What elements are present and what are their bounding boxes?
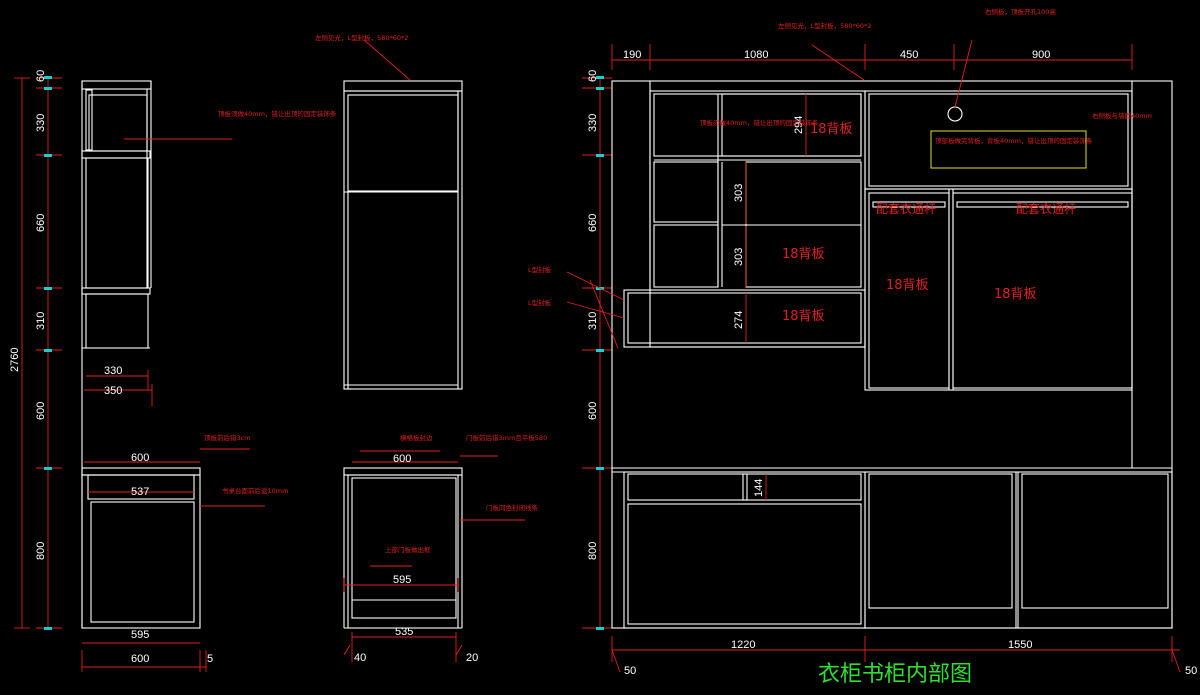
- right-dim-310: 310: [587, 312, 599, 330]
- right-bottom-1220: 1220: [731, 639, 755, 651]
- middle-cabinet-outline: [343, 80, 463, 629]
- back-label-5: 18背板: [994, 287, 1037, 302]
- mid-dim-600: 600: [393, 453, 411, 465]
- left-cabinet-outline: [81, 80, 201, 629]
- hanging-rod-label-right: 配套衣通杆: [1016, 201, 1076, 216]
- left-dim-800: 800: [35, 542, 47, 560]
- right-note-right-panel: 右侧板，顶板开孔100高: [985, 7, 1056, 16]
- note-box-yellow: [930, 130, 1087, 169]
- hanging-rods: [872, 106, 1129, 208]
- left-dim-ticks: [44, 76, 52, 630]
- left-side-view: 60 330 660 310 600 800 2760: [9, 70, 337, 672]
- right-top-450: 450: [900, 49, 918, 61]
- right-dim-800: 800: [587, 542, 599, 560]
- right-note-back: 顶部板做完背板，背板40mm，错让出顶的固定装饰条: [935, 136, 1093, 145]
- left-dim-350-h: 350: [104, 385, 122, 397]
- right-note-l-seal-1: L型封板: [528, 265, 552, 274]
- left-dim-537: 537: [131, 486, 149, 498]
- right-bottom-50-left: 50: [624, 665, 636, 677]
- mid-note-door: 门板前后错3mm且平板580: [466, 433, 547, 442]
- right-dim-660: 660: [587, 214, 599, 232]
- left-dim-60: 60: [35, 70, 47, 82]
- right-dim-330: 330: [587, 114, 599, 132]
- left-dim-5: 5: [207, 653, 213, 665]
- right-inner-274: 274: [733, 311, 745, 329]
- right-bottom-50-right: 50: [1185, 665, 1197, 677]
- back-label-3: 18背板: [782, 309, 825, 324]
- right-inner-303-a: 303: [733, 184, 745, 202]
- mid-note-upper-door: 上部门板做出框: [385, 545, 431, 554]
- right-leaders: [566, 39, 973, 349]
- right-dim-600: 600: [587, 402, 599, 420]
- left-total-2760: 2760: [9, 348, 21, 372]
- right-note-top-board: 顶板须做40mm，错让出顶的固定装饰条: [700, 118, 819, 127]
- left-dim-600: 600: [35, 402, 47, 420]
- middle-dims: [343, 39, 525, 662]
- right-bottom-1550: 1550: [1008, 639, 1032, 651]
- left-horizontal-dims: [81, 370, 207, 672]
- left-dim-600-b: 600: [131, 653, 149, 665]
- right-inner-294: 294: [793, 116, 805, 134]
- right-top-1080: 1080: [744, 49, 768, 61]
- middle-front-view: 600 595 535 40 20 左侧见光，L型封板，580*60*2 横格板…: [315, 33, 547, 664]
- mid-dim-40: 40: [354, 652, 366, 664]
- right-cabinet-frame: [611, 80, 1173, 629]
- right-dimension-chain: [582, 44, 1181, 673]
- left-note-top: 顶板须做40mm，错让出顶的固定装饰条: [218, 109, 337, 118]
- left-dim-600-h: 600: [131, 452, 149, 464]
- mid-dim-535: 535: [395, 626, 413, 638]
- mid-note-left-side: 左侧见光，L型封板，580*60*2: [315, 33, 408, 42]
- left-leaders: [124, 138, 265, 507]
- left-note-desktop: 书桌台面前后返10mm: [222, 486, 288, 495]
- mid-dim-595: 595: [393, 574, 411, 586]
- right-top-190: 190: [623, 49, 641, 61]
- right-inner-dims: [745, 94, 807, 500]
- left-dim-330: 330: [35, 114, 47, 132]
- left-dim-330-h: 330: [104, 365, 122, 377]
- left-dim-310: 310: [35, 312, 47, 330]
- back-label-1: 18背板: [810, 122, 853, 137]
- right-note-wall: 右侧板与墙面40mm: [1092, 111, 1152, 120]
- left-note-desk: 顶板前后错3cm: [204, 433, 251, 442]
- right-elevation-view: 60 330 660 310 600 800 190 1080 450 900 …: [528, 7, 1197, 677]
- back-label-4: 18背板: [886, 278, 929, 293]
- drawing-title: 衣柜书柜内部图: [818, 662, 972, 687]
- right-dim-60: 60: [587, 70, 599, 82]
- left-dim-660: 660: [35, 214, 47, 232]
- right-inner-303-b: 303: [733, 248, 745, 266]
- back-label-2: 18背板: [782, 247, 825, 262]
- right-inner-144: 144: [753, 479, 765, 497]
- left-dim-595: 595: [131, 629, 149, 641]
- hanging-rod-label-left: 配套衣通杆: [876, 201, 936, 216]
- right-note-l-seal-2: L型封板: [528, 298, 552, 307]
- mid-note-door-line: 门板同色封闭线条: [486, 503, 539, 512]
- right-note-left-side: 左侧见光，L型封板，580*60*2: [778, 21, 871, 30]
- mid-note-shelf-edge: 横格板封边: [400, 433, 433, 442]
- mid-dim-20: 20: [466, 652, 478, 664]
- right-top-900: 900: [1032, 49, 1050, 61]
